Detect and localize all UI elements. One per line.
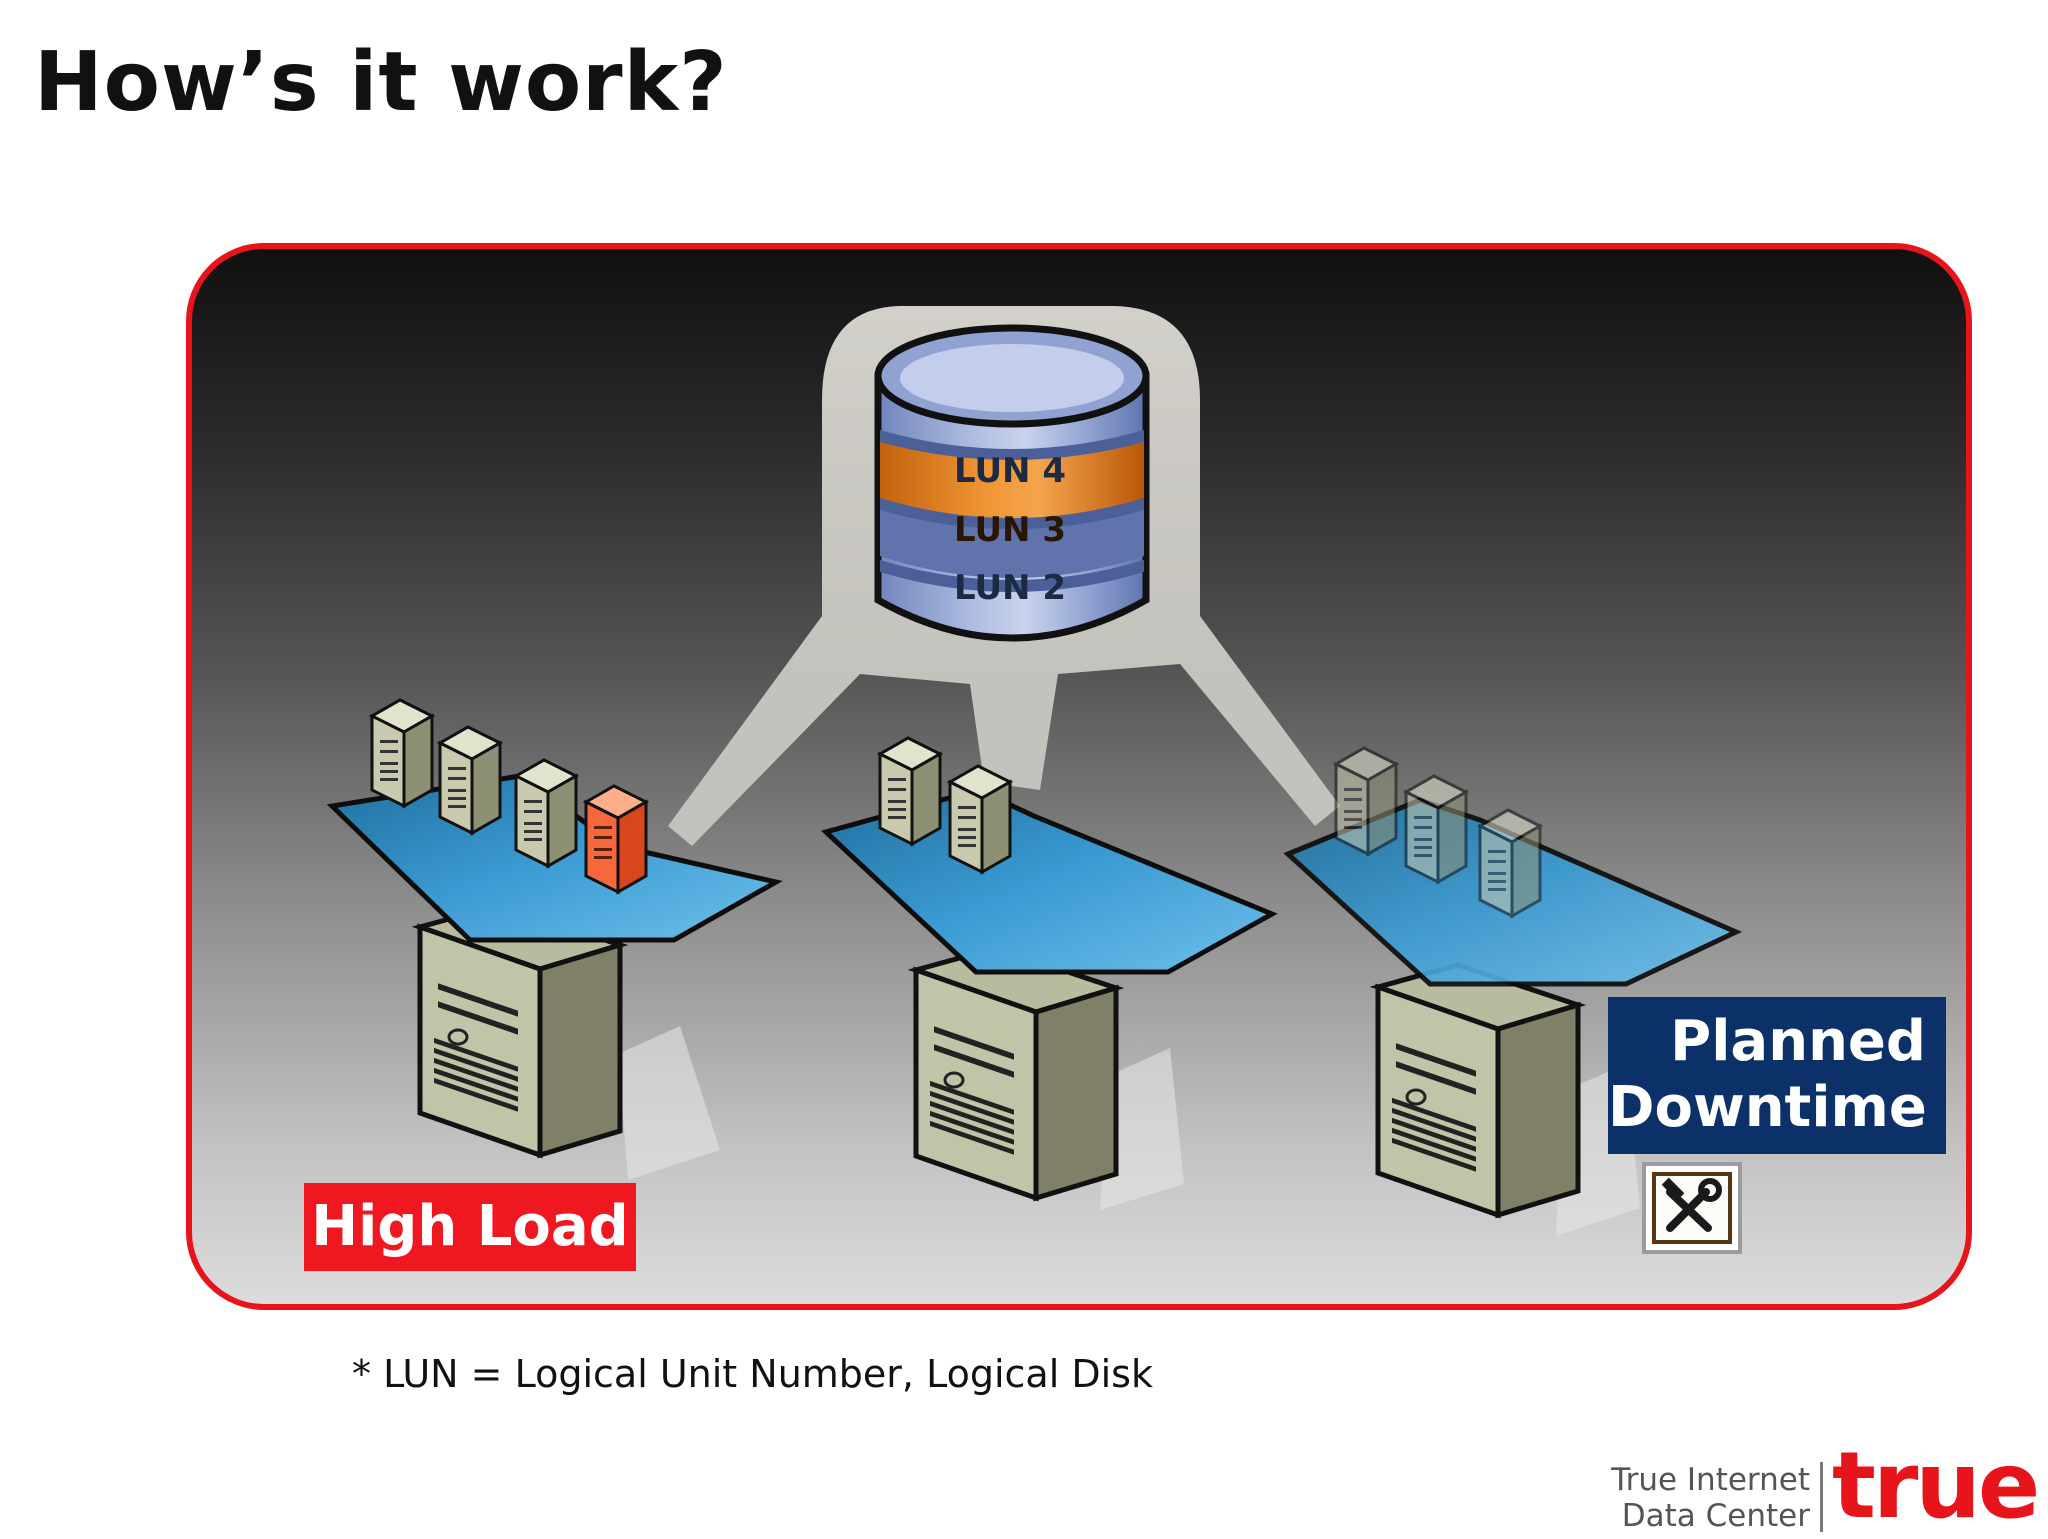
brand-divider [1820,1462,1823,1532]
virtual-machine-icon [370,698,434,808]
planned-downtime-label: Planned Downtime [1608,997,1946,1154]
virtual-machine-icon [514,758,578,868]
virtual-machine-icon [878,736,942,846]
lun-4-label: LUN 4 [954,451,1066,491]
planned-downtime-line2: Downtime [1608,1075,1927,1140]
brand-name: True Internet Data Center [1596,1462,1810,1534]
brand-logo: true [1832,1432,2040,1539]
virtual-machine-icon [584,784,648,894]
brand-line1: True Internet [1611,1462,1810,1498]
brand-line2: Data Center [1621,1498,1810,1534]
lun-2-label: LUN 2 [954,568,1066,608]
host-left [326,698,783,1180]
database-icon [874,324,1150,642]
server-icon [1378,965,1578,1215]
virtual-machine-icon [438,725,502,835]
virtual-machine-icon [948,764,1012,874]
high-load-label: High Load [304,1183,636,1271]
host-middle [821,736,1278,1210]
footnote: * LUN = Logical Unit Number, Logical Dis… [352,1352,1153,1396]
virtual-machine-icon [1334,746,1398,856]
page-title: How’s it work? [34,35,728,130]
planned-downtime-line1: Planned [1670,1009,1926,1074]
lun-3-label: LUN 3 [954,510,1066,550]
virtual-machine-icon [1404,774,1468,884]
server-icon [916,948,1116,1198]
virtual-machine-icon [1478,808,1542,918]
tools-icon [1642,1162,1742,1254]
